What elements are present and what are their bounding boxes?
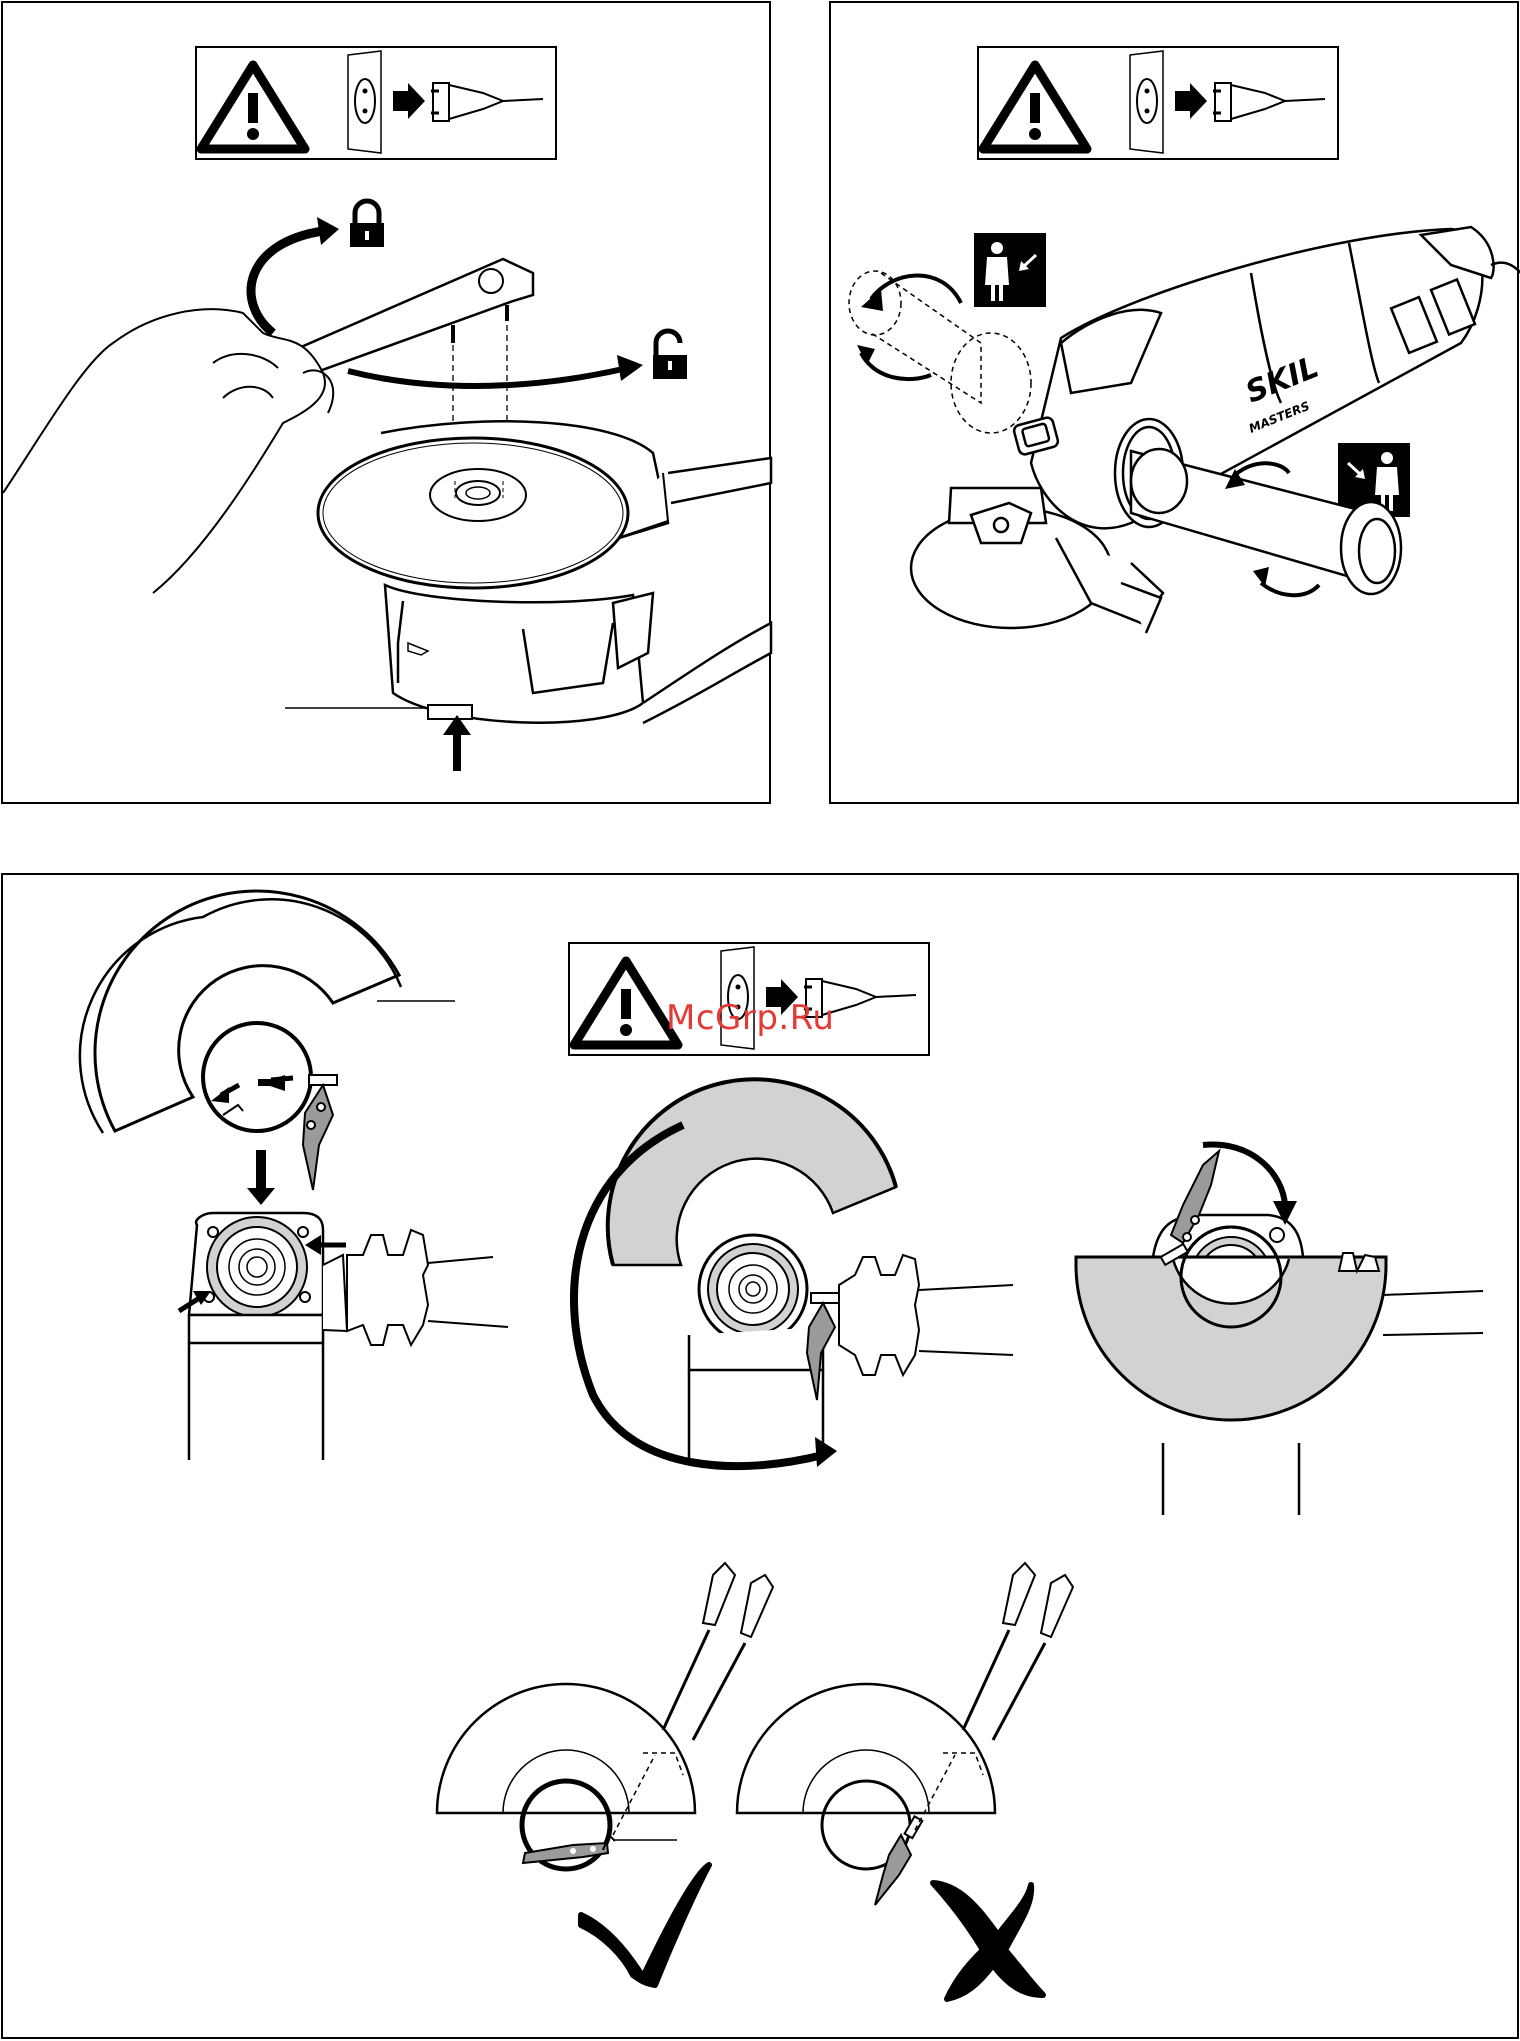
clamp-adjust-correct [437,1563,773,1985]
panel-wheel-mounting [1,1,771,804]
unplug-warning-box [196,47,556,159]
step-guard-fitting [80,891,508,1460]
cross-icon [933,1883,1043,1999]
padlock-closed-icon [350,201,384,247]
step-guard-rotate [574,1079,1013,1467]
unplug-warning-box [978,47,1338,159]
panel-guard-adjustment [1,873,1519,2039]
spindle-lock-button [285,705,472,771]
clamp-adjust-incorrect [737,1563,1073,1999]
watermark-text: McGrp.Ru [666,998,834,1038]
hand-holding-spanner [3,309,333,593]
panel-auxiliary-handle: SKIL MASTERS [829,1,1519,804]
screwdriver [963,1563,1073,1740]
auxiliary-handle-illustration: SKIL MASTERS [831,3,1520,806]
step-guard-locked [1076,1145,1483,1515]
screwdriver [663,1563,773,1740]
checkmark-icon [581,1865,709,1985]
person-handle-left-icon [974,233,1046,307]
grinding-disc [318,438,628,588]
guard-adjustment-illustration [3,875,1520,2041]
wheel-mounting-illustration [3,3,773,806]
padlock-open-icon [653,331,687,379]
